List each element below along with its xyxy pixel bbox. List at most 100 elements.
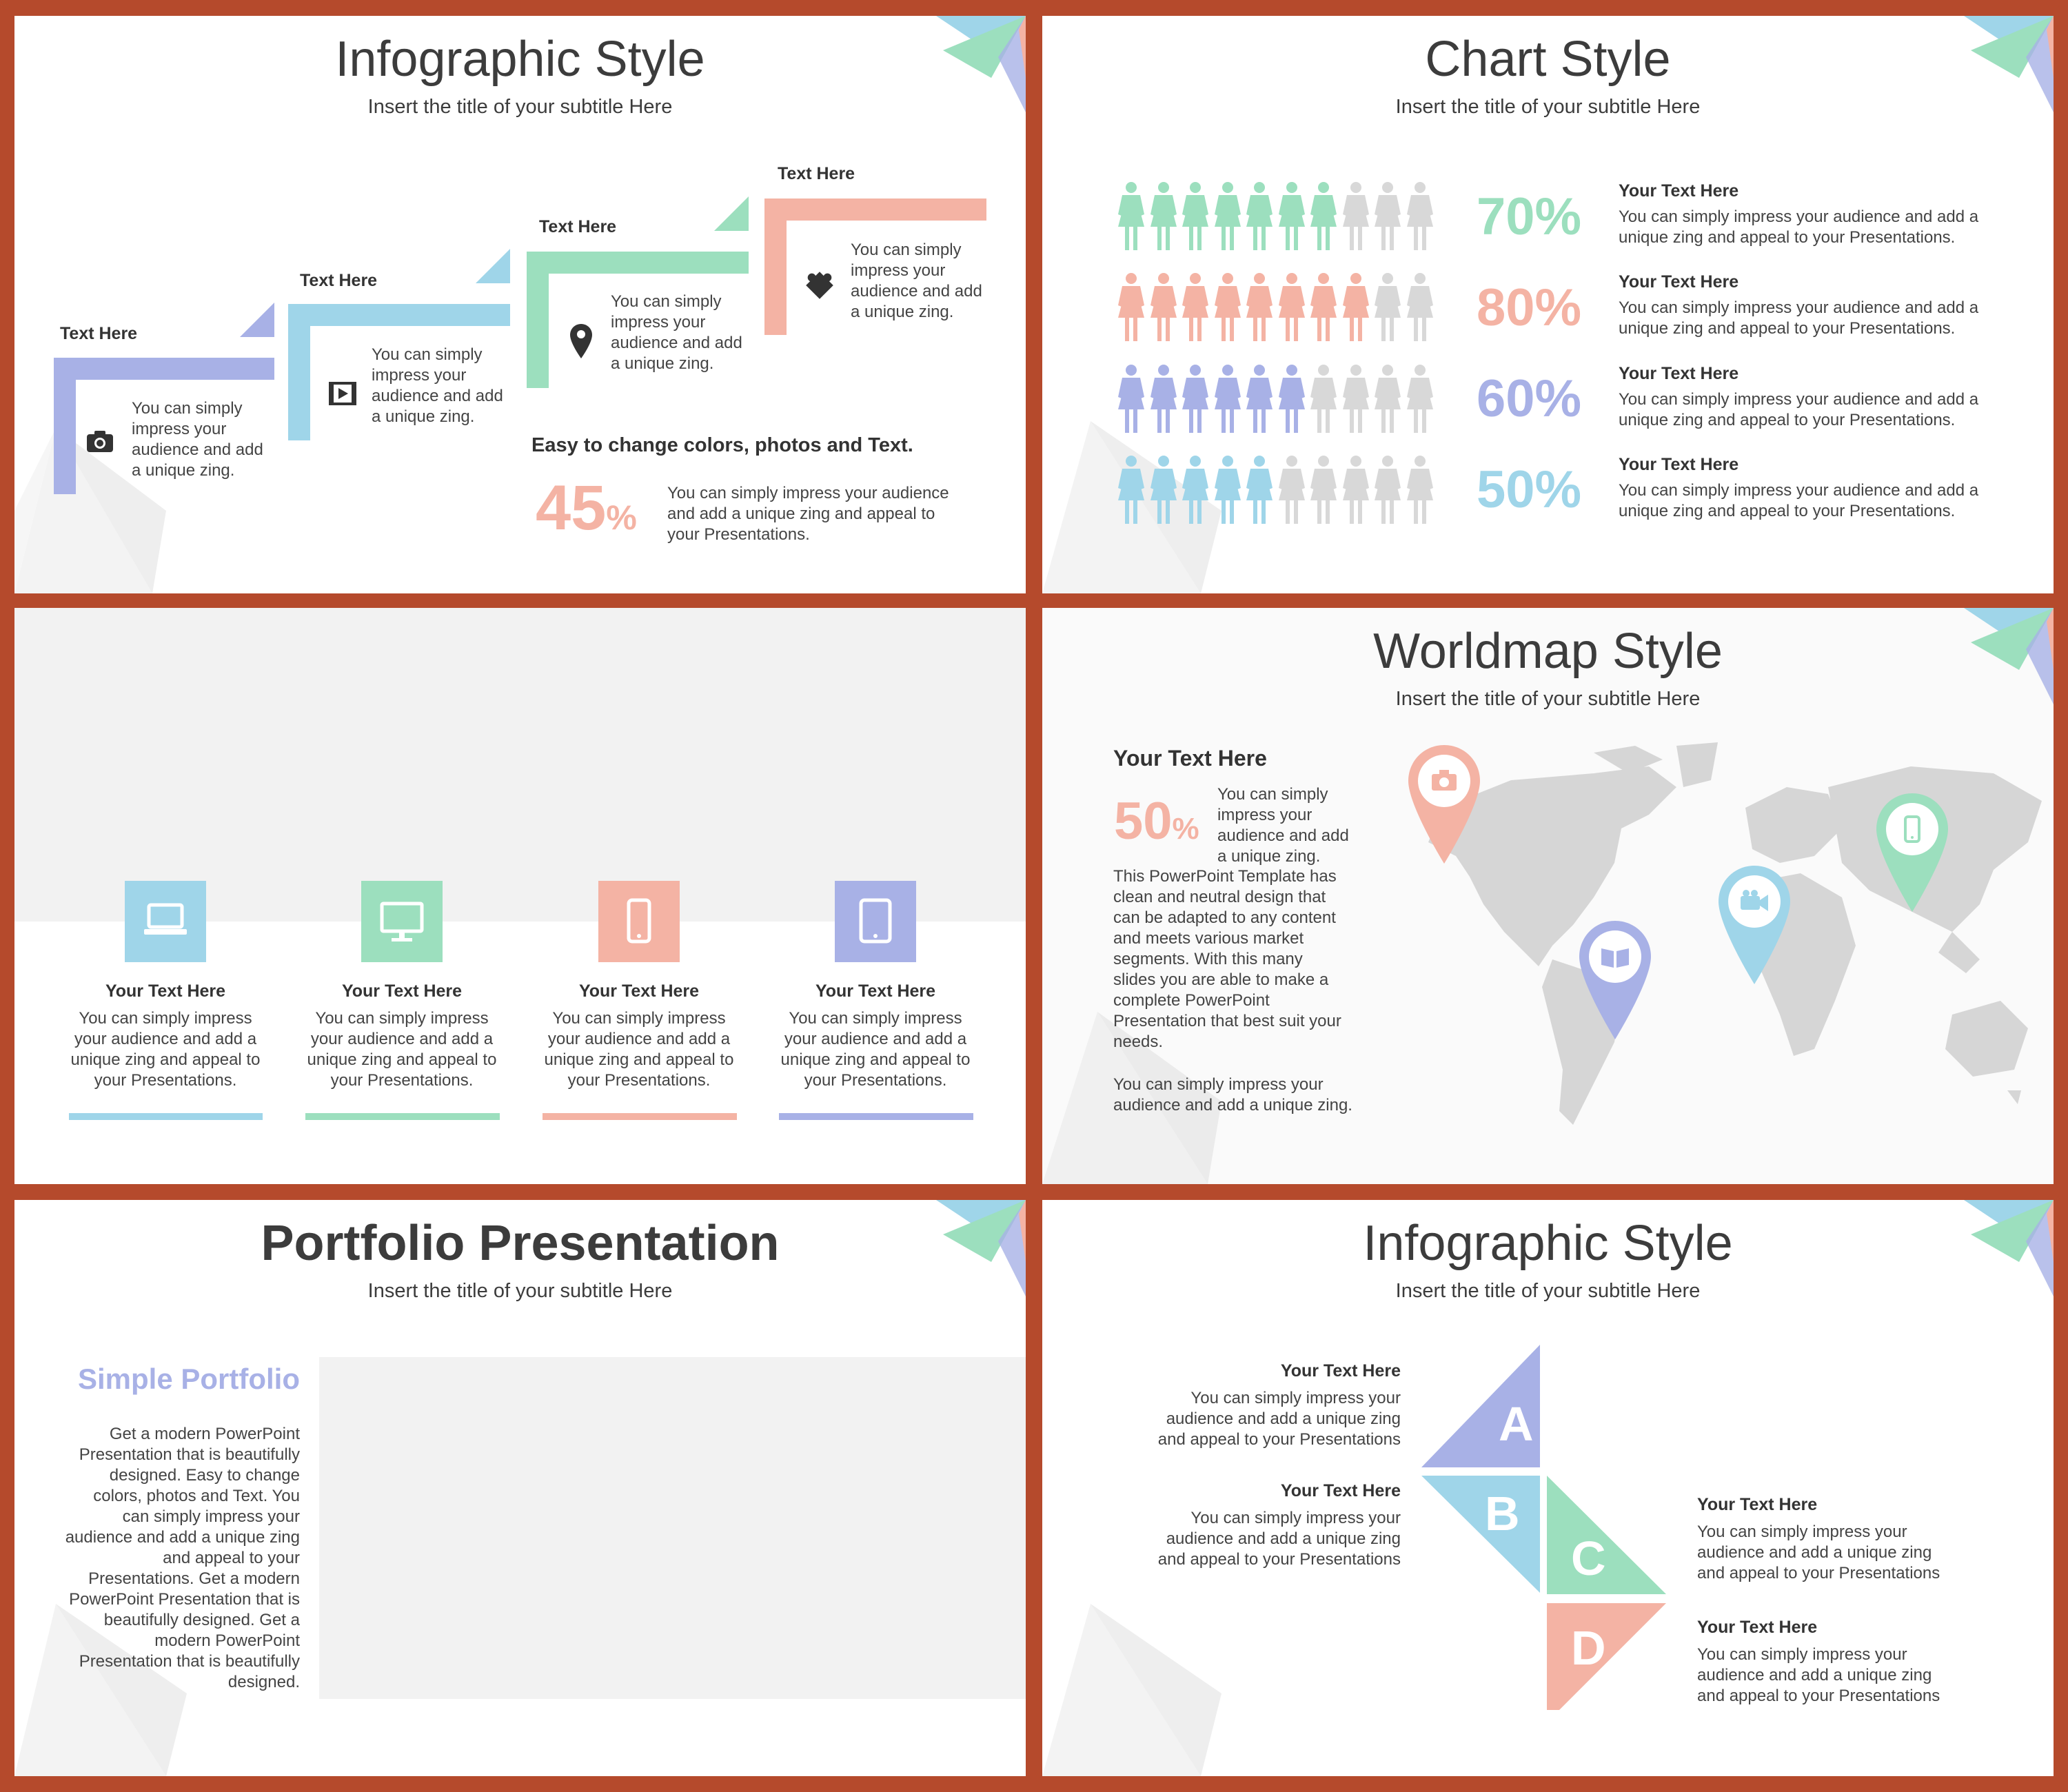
triangle-b — [1421, 1476, 1540, 1593]
step-2-arrow-tip — [476, 249, 510, 283]
person-icon — [1342, 365, 1369, 433]
person-icon — [1310, 182, 1337, 250]
letter-b: B — [1485, 1487, 1520, 1540]
card-3-icon-box — [598, 881, 680, 962]
step-2-bar — [288, 304, 510, 326]
background-polygon-decoration — [1042, 1604, 1221, 1776]
slide-title: Worldmap Style — [1373, 624, 1723, 679]
person-icon — [1118, 182, 1144, 250]
item-c: Your Text Here You can simply impress yo… — [1697, 1495, 1940, 1582]
step-4-heading: Text Here — [778, 164, 855, 183]
person-icon — [1406, 456, 1433, 524]
person-icon — [1150, 365, 1177, 433]
letter-d: D — [1571, 1621, 1606, 1675]
corner-leaf-decoration — [936, 16, 1026, 112]
item-a: Your Text Here You can simply impress yo… — [1157, 1361, 1401, 1449]
person-icon — [1375, 456, 1401, 524]
background-polygon-decoration — [14, 428, 166, 593]
person-icon — [1278, 273, 1305, 341]
row-2-percent: 80% — [1477, 278, 1582, 337]
person-icon — [1182, 182, 1208, 250]
person-icon — [1182, 273, 1208, 341]
letter-c: C — [1571, 1531, 1606, 1585]
slide-abcd-infographic: Infographic Style Insert the title of yo… — [1042, 1200, 2054, 1776]
content-band — [14, 922, 1026, 1184]
slide-subtitle: Insert the title of your subtitle Here — [367, 1280, 673, 1302]
slide-subtitle: Insert the title of your subtitle Here — [367, 96, 673, 118]
row-4-percent: 50% — [1477, 460, 1582, 519]
person-icon — [1182, 456, 1208, 524]
letter-a: A — [1499, 1397, 1534, 1451]
person-icon — [1406, 273, 1433, 341]
slide-title: Infographic Style — [335, 32, 705, 87]
row-1-percent: 70% — [1477, 187, 1582, 246]
background-polygon-decoration — [1042, 421, 1221, 593]
monitor-icon — [380, 902, 424, 941]
slide-subtitle: Insert the title of your subtitle Here — [1395, 1280, 1701, 1302]
person-icon — [1342, 273, 1369, 341]
portfolio-image-placeholder[interactable] — [319, 1357, 1026, 1699]
step-4-bar — [764, 198, 986, 221]
step-3-leg — [527, 252, 549, 388]
map-pin-video-camera — [1719, 866, 1790, 984]
corner-leaf-decoration — [1964, 1200, 2054, 1296]
person-icon — [1278, 456, 1305, 524]
triangle-d — [1547, 1603, 1666, 1710]
person-icon — [1246, 456, 1273, 524]
person-icon — [1150, 182, 1177, 250]
person-icon — [1150, 273, 1177, 341]
slide-worldmap: Worldmap Style Insert the title of your … — [1042, 608, 2054, 1184]
map-pin-phone — [1876, 793, 1948, 912]
card-3-underline — [543, 1113, 737, 1120]
person-icon — [1342, 182, 1369, 250]
slide-title: Chart Style — [1425, 32, 1671, 87]
background-polygon-decoration — [14, 1604, 187, 1776]
step-3-arrow-tip — [714, 196, 749, 231]
worldmap-heading: Your Text Here — [1113, 746, 1267, 771]
slide-portfolio: Portfolio Presentation Insert the title … — [14, 1200, 1026, 1776]
callout-heading: Easy to change colors, photos and Text. — [531, 434, 913, 456]
step-1-leg — [54, 358, 76, 494]
step-3-heading: Text Here — [539, 217, 617, 236]
step-2-leg — [288, 304, 310, 440]
triangle-c — [1547, 1476, 1666, 1594]
item-d: Your Text Here You can simply impress yo… — [1697, 1618, 1940, 1705]
person-icon — [1375, 273, 1401, 341]
card-2-icon-box — [361, 881, 443, 962]
person-icon — [1246, 365, 1273, 433]
slide-subtitle: Insert the title of your subtitle Here — [1395, 688, 1701, 710]
step-1-heading: Text Here — [60, 324, 138, 343]
phone-icon — [627, 898, 651, 944]
book-icon — [1601, 948, 1629, 968]
map-pin-camera — [1408, 745, 1480, 864]
person-icon — [1342, 456, 1369, 524]
portfolio-heading: Simple Portfolio — [77, 1363, 300, 1395]
card-1-icon-box — [125, 881, 206, 962]
step-4-leg — [764, 198, 787, 335]
card-1-underline — [69, 1113, 263, 1120]
step-1-bar — [54, 358, 274, 380]
laptop-icon — [144, 903, 187, 935]
camera-icon — [87, 431, 113, 452]
person-icon — [1310, 273, 1337, 341]
phone-icon — [1904, 815, 1920, 843]
person-icon — [1246, 182, 1273, 250]
person-icon — [1406, 365, 1433, 433]
film-icon — [329, 382, 356, 405]
step-2-heading: Text Here — [300, 271, 378, 290]
corner-leaf-decoration — [1964, 608, 2054, 704]
